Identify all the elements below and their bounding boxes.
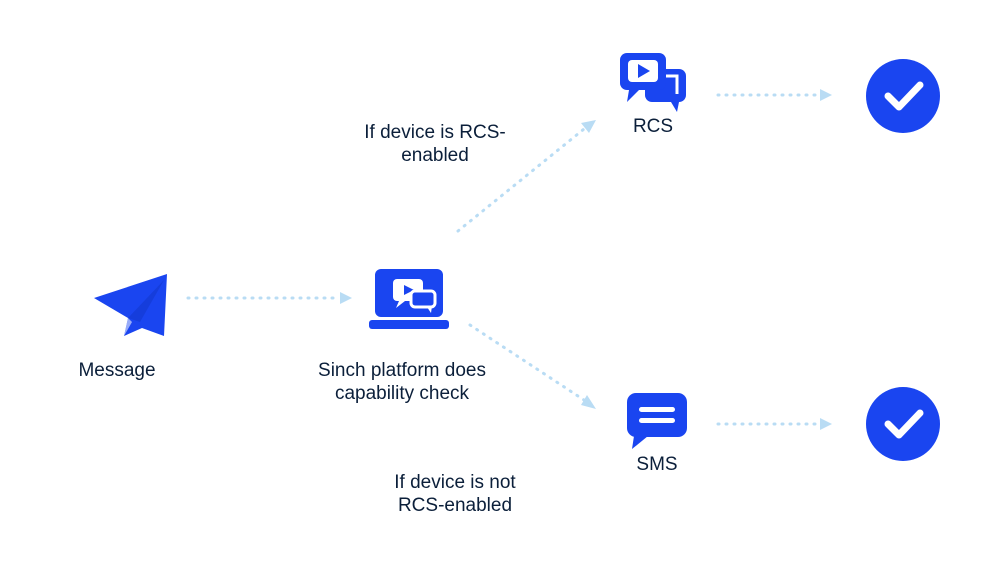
sms-label: SMS xyxy=(636,454,678,475)
rcs-to-check-arrowhead xyxy=(820,89,832,101)
sms-condition-label: If device is not RCS-enabled xyxy=(394,472,516,516)
rcs-condition-label: If device is RCS- enabled xyxy=(364,122,506,166)
sms-message-icon xyxy=(627,393,687,449)
sms-check-circle-icon xyxy=(866,387,940,461)
message-label: Message xyxy=(78,360,156,381)
laptop-chat-icon xyxy=(369,269,449,329)
message-to-platform-arrowhead xyxy=(340,292,352,304)
chat-bubbles-video-icon xyxy=(620,53,686,112)
sms-to-check-arrowhead xyxy=(820,418,832,430)
platform-to-rcs-connector xyxy=(456,127,586,233)
platform-to-sms-connector xyxy=(468,323,586,402)
rcs-label: RCS xyxy=(632,116,674,137)
platform-to-rcs-arrowhead xyxy=(581,120,596,133)
platform-label: Sinch platform does capability check xyxy=(318,360,486,404)
platform-to-sms-arrowhead xyxy=(581,395,596,409)
paper-plane-icon xyxy=(94,274,167,336)
rcs-check-circle-icon xyxy=(866,59,940,133)
